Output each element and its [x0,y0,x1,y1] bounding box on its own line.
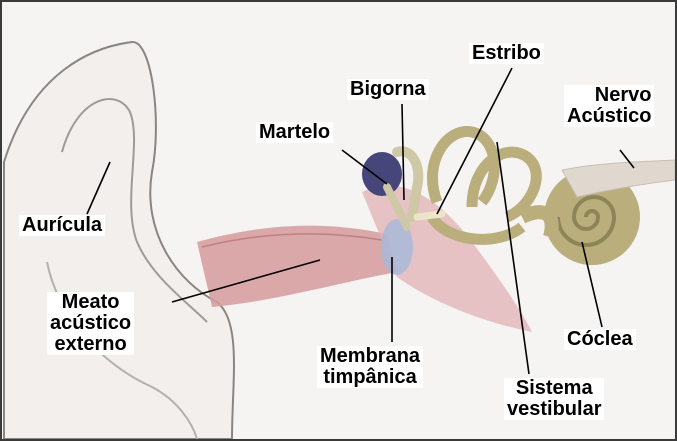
outer-ear-illustration [4,42,234,439]
pointer-sistema [497,142,529,374]
label-membrana-line-1: Membrana [320,346,420,367]
pointer-bigorna [402,104,404,200]
label-estribo: Estribo [469,43,544,64]
label-meato-acustico-externo: Meato acústico externo [47,292,134,355]
label-meato-line-2: acústico [50,313,131,334]
label-nervo-line-1: Nervo [567,85,651,106]
label-sistema-line-2: vestibular [507,399,601,420]
label-membrana-line-2: timpânica [320,367,420,388]
hammer-bone-illustration [362,152,402,196]
label-sistema-line-1: Sistema [507,378,601,399]
label-meato-line-3: externo [50,334,131,355]
stirrup-bone-illustration [417,214,442,217]
label-sistema-vestibular: Sistema vestibular [504,378,604,420]
label-bigorna: Bigorna [347,79,429,100]
label-nervo-acustico: Nervo Acústico [564,85,654,127]
label-nervo-line-2: Acústico [567,106,651,127]
label-auricula: Aurícula [19,215,105,236]
label-meato-line-1: Meato [50,292,131,313]
label-membrana-timpanica: Membrana timpânica [317,346,423,388]
label-coclea: Cóclea [564,329,636,350]
label-martelo: Martelo [256,122,333,143]
